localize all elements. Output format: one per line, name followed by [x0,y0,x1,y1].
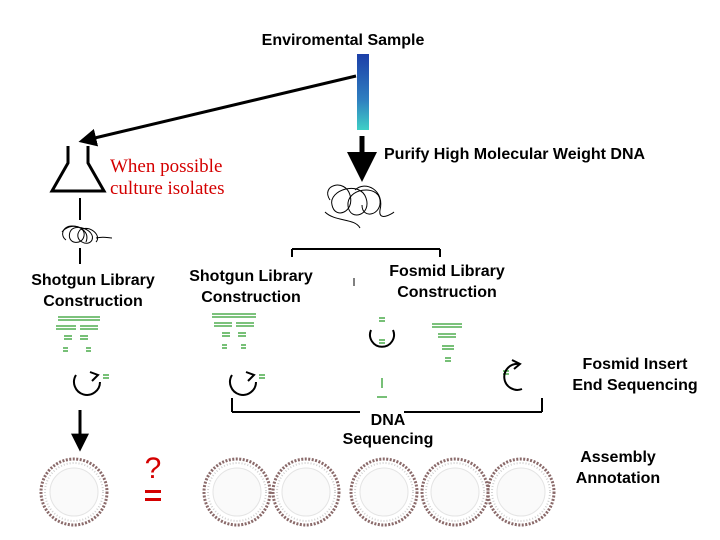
dna-sequencing-label-line2: Sequencing [342,431,434,448]
shotgun-label-1: Shotgun Library Construction [18,270,168,312]
fosmid-label: Fosmid Library Construction [372,261,522,303]
culture-label-line2: culture isolates [110,178,225,199]
dna-fragments [212,313,265,379]
arrow-to-culture [78,74,357,147]
fosmid-label-line2: Construction [397,284,497,301]
genome-circle-icon [39,457,109,527]
dna-fragments [56,316,109,379]
dna-tangle-icon [324,184,395,229]
plasmid-icon [229,371,257,396]
plasmid-icon [73,371,101,396]
equals-sign-icon [145,498,161,501]
page-title: Enviromental Sample [261,32,425,49]
genome-circle-icon [349,457,419,527]
plasmid-icon [503,359,523,391]
genome-circle-icon [420,457,490,527]
shotgun-label-2-line2: Construction [201,289,301,306]
fosmid-label-line1: Fosmid Library [389,263,505,280]
shotgun-label-1-line2: Construction [43,293,143,310]
equals-sign-icon [145,490,161,493]
question-mark: ? [144,452,162,485]
culture-label-line1: When possible [110,156,223,177]
fosmid-end-label: Fosmid Insert End Sequencing [560,354,710,396]
assembly-label-line2: Annotation [575,470,661,487]
genome-circle-icon [202,457,272,527]
dna-tangle-icon [61,225,113,244]
purify-label: Purify High Molecular Weight DNA [384,146,646,163]
shotgun-label-1-line1: Shotgun Library [31,272,155,289]
plasmid-icon [369,329,395,348]
fosmid-end-label-line2: End Sequencing [572,377,698,394]
fosmid-end-label-line1: Fosmid Insert [582,356,688,373]
genome-circle-icon [486,457,556,527]
flask-icon [49,146,107,193]
dna-sequencing-label-line1: DNA [370,412,406,429]
shotgun-label-2-line1: Shotgun Library [189,268,313,285]
dna-fragments [377,317,509,398]
dna-sequencing-label: DNA Sequencing [330,411,446,449]
sample-tube-icon [357,54,369,130]
assembly-label-line1: Assembly [580,449,656,466]
shotgun-label-2: Shotgun Library Construction [176,266,326,308]
culture-label: When possible culture isolates [110,156,270,200]
assembly-label: Assembly Annotation [556,447,680,489]
genome-circle-icon [271,457,341,527]
